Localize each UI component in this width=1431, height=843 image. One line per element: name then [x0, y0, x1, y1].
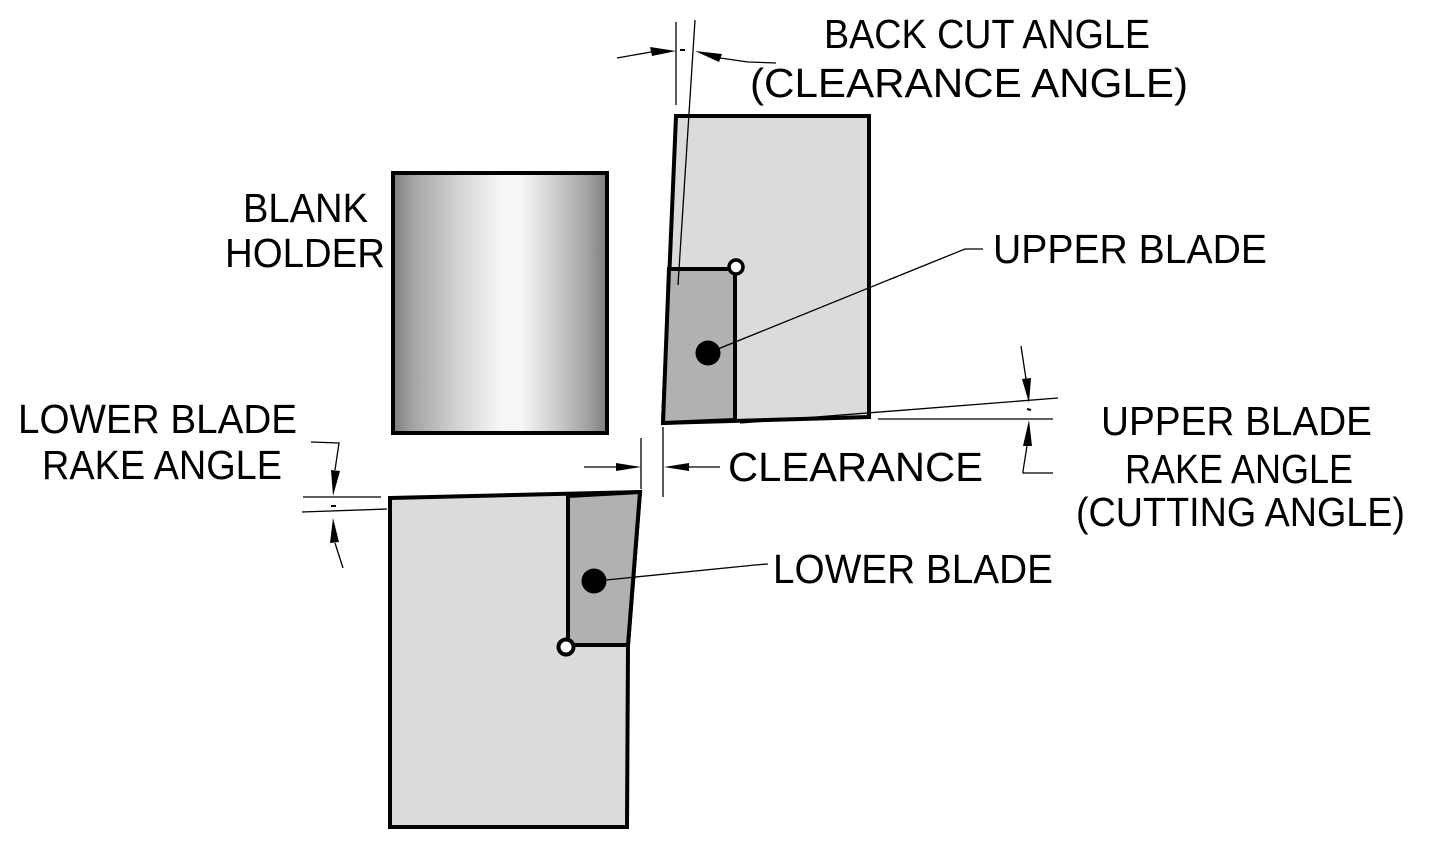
lower-rake-angle-annotation	[301, 441, 388, 569]
upper-blade-pin-hole	[727, 258, 745, 276]
lower-blade-screw-dot	[581, 568, 607, 594]
lower-blade-leader-line	[595, 563, 769, 582]
lower-rake-up-arrowhead-icon	[330, 518, 339, 543]
blank-holder-label-line1: BLANK	[243, 185, 368, 231]
lower-rake-slanted-edge-line	[301, 508, 388, 513]
upper-rake-up-arrowhead-icon	[1023, 420, 1032, 446]
lower-blade-pin-hole	[556, 637, 576, 657]
upper-rake-leader-line	[1022, 445, 1053, 474]
blank-holder-label-line2: HOLDER	[225, 230, 385, 276]
upper-rake-angle-label-line1: UPPER BLADE	[1101, 398, 1372, 444]
lower-blade-insert-shape	[566, 489, 643, 647]
clearance-annotation	[584, 427, 720, 497]
clearance-left-arrowhead-icon	[616, 463, 641, 471]
lower-rake-up-arrow-tail	[334, 542, 344, 569]
upper-rake-down-arrowhead-icon	[1022, 378, 1031, 403]
lower-rake-angle-label-line1: LOWER BLADE	[18, 396, 297, 442]
back-cut-angle-annotation	[616, 19, 777, 286]
lower-blade-label: LOWER BLADE	[773, 546, 1053, 592]
lower-rake-angle-label-line2: RAKE ANGLE	[42, 442, 282, 488]
upper-rake-slanted-edge-line	[739, 397, 1059, 424]
upper-rake-angle-label-line2: RAKE ANGLE	[1125, 446, 1353, 492]
upper-rake-center-mark	[1026, 408, 1032, 411]
upper-rake-angle-label-line3: (CUTTING ANGLE)	[1076, 489, 1405, 535]
upper-rake-down-arrow-tail	[1020, 345, 1027, 380]
upper-blade-label: UPPER BLADE	[993, 226, 1267, 272]
lower-rake-down-arrow-tail	[310, 441, 340, 471]
lower-rake-down-arrowhead-icon	[331, 470, 340, 496]
back-cut-left-arrowhead-icon	[650, 47, 676, 56]
back-cut-angle-label-line1: BACK CUT ANGLE	[824, 11, 1150, 57]
blank-holder-shape	[391, 171, 609, 435]
upper-rake-angle-annotation	[739, 345, 1059, 474]
back-cut-left-arrow-tail	[616, 51, 652, 59]
back-cut-angle-label-line2: (CLEARANCE ANGLE)	[750, 60, 1188, 106]
clearance-label: CLEARANCE	[728, 444, 983, 490]
back-cut-slanted-edge-line	[677, 19, 696, 286]
back-cut-right-arrow-tail	[719, 57, 777, 64]
upper-blade-leader-line	[707, 248, 983, 354]
clearance-right-arrowhead-icon	[664, 463, 689, 471]
back-cut-right-arrowhead-icon	[695, 51, 722, 62]
